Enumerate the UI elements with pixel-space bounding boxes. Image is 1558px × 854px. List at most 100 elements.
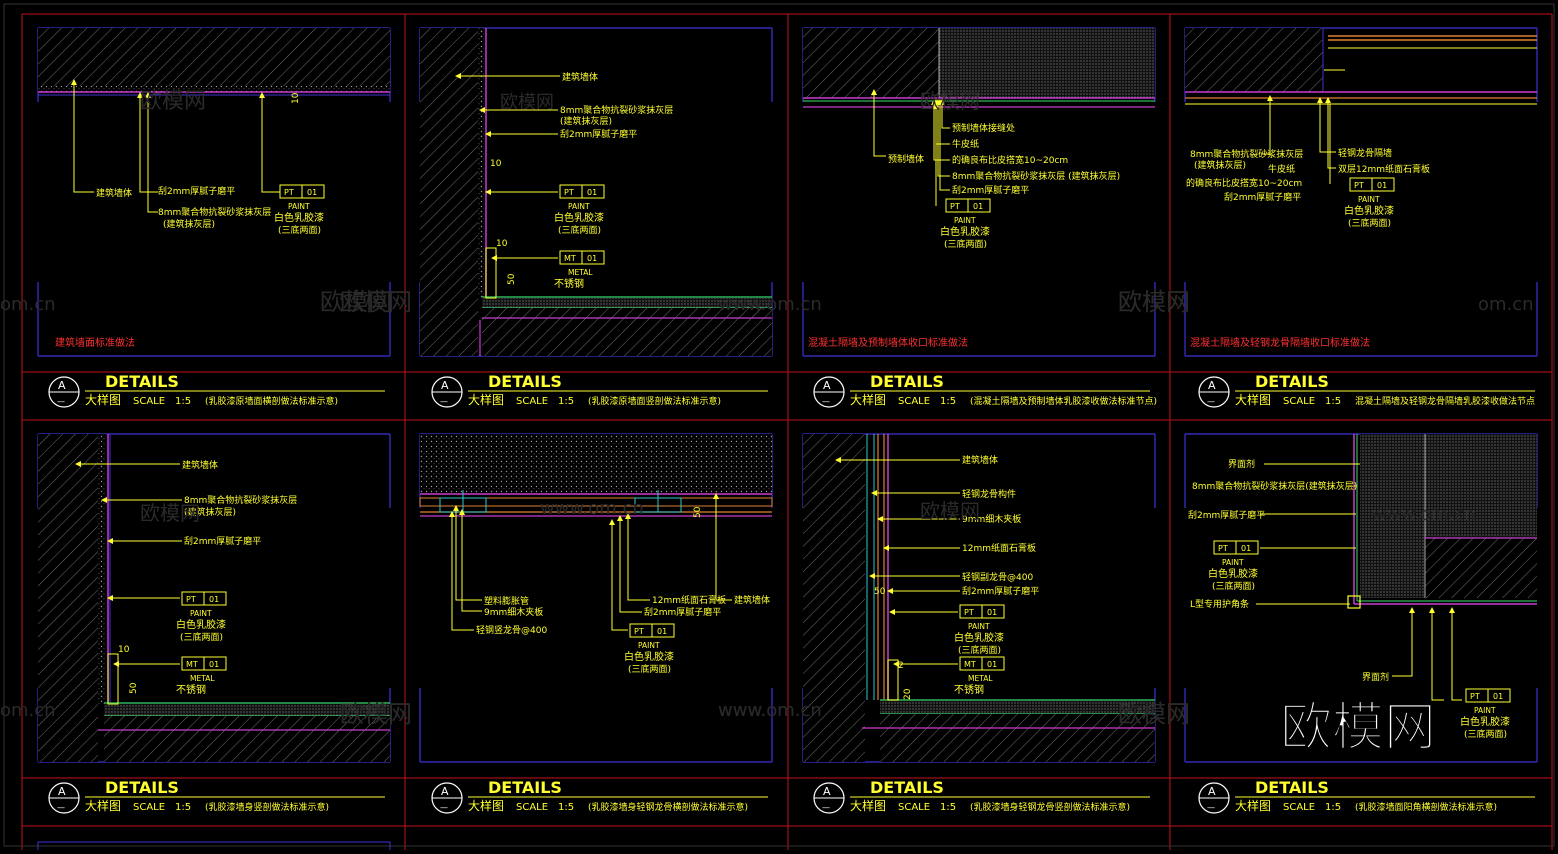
leader-stud [1317, 97, 1336, 153]
wall-hatch-left [803, 434, 865, 762]
leader-plaster [1262, 95, 1273, 155]
scale-label: SCALE [516, 802, 548, 813]
red-detail-title: 混凝土隔墙及预制墙体收口标准做法 [808, 336, 968, 349]
callout-label: 建筑墙体 [96, 187, 132, 199]
floor-layer [482, 298, 772, 308]
detail-caption: (乳胶漆墙身竖剖做法标准示意) [205, 801, 329, 813]
detail-caption: (混凝土隔墙及预制墙体乳胶漆收做法标准节点) [970, 395, 1157, 407]
wall-hatch-top [38, 28, 390, 86]
column-inner-hatch [1425, 538, 1537, 598]
scale-label: SCALE [898, 396, 930, 407]
paint-tag-cn: 白色乳胶漆 [1208, 567, 1258, 580]
callout-label: 刮2mm厚腻子磨平 [1224, 191, 1301, 203]
callout-label: 8mm聚合物抗裂砂浆抹灰层 [158, 206, 271, 218]
callout-label: 8mm聚合物抗裂砂浆抹灰层 [560, 104, 673, 116]
detail-cn-label: 大样图 [850, 392, 886, 407]
callout-label: 建筑墙体 [182, 459, 218, 471]
callout-label: 牛皮纸 [952, 138, 979, 150]
details-heading: DETAILS [488, 778, 562, 797]
floor-layer [104, 704, 390, 716]
dimension-label: 20 [903, 688, 913, 700]
scale-value: 1:5 [940, 396, 956, 407]
paint-tag-label: PAINT [288, 202, 310, 211]
floor-hatch [880, 714, 1155, 762]
leader-layer [935, 99, 950, 177]
tag-number: 01 [587, 188, 597, 197]
scale-value: 1:5 [940, 802, 956, 813]
metal-tag-cn: 不锈钢 [554, 277, 584, 290]
paint-tag-label: PAINT [1474, 706, 1496, 715]
callout-label: 建筑墙体 [734, 594, 770, 606]
watermark-cn: 欧模网 [340, 288, 412, 316]
metal-tag-label: METAL [568, 268, 593, 277]
dimension-label: 10 [490, 159, 502, 169]
leader-paint [609, 519, 628, 631]
callout-label: 刮2mm厚腻子磨平 [644, 606, 721, 618]
tag-number: 01 [1377, 181, 1387, 190]
metal-skirting [485, 247, 497, 299]
detail-cn-label: 大样图 [1235, 392, 1271, 407]
callout-label: 刮2mm厚腻子磨平 [952, 184, 1029, 196]
detail-dash: — [440, 803, 448, 812]
dimension-label: 50 [693, 506, 703, 518]
precast-hatch [939, 28, 1155, 98]
watermark-cn: 欧模网 [320, 288, 392, 316]
paint-tag-label: PAINT [1358, 195, 1380, 204]
scale-value: 1:5 [558, 802, 574, 813]
sheet-outer-border [3, 3, 1555, 847]
paint-tag-note: (三底两面) [1348, 217, 1391, 229]
paint-tag-cn: 白色乳胶漆 [940, 225, 990, 238]
callout-label: 轻钢副龙骨@400 [962, 571, 1033, 583]
paint-tag-note: (三底两面) [1464, 728, 1507, 740]
dimension-label: 50 [874, 587, 886, 597]
leader-putty [617, 515, 642, 613]
callout-label: 预制墙体接缝处 [952, 122, 1015, 134]
leader-paint-2 [1449, 607, 1462, 701]
tag-number: 01 [209, 595, 219, 604]
metal-tag-label: METAL [190, 674, 215, 683]
callout-label: 预制墙体 [888, 153, 924, 165]
callout-label: 刮2mm厚腻子磨平 [560, 128, 637, 140]
metal-tag-code: MT [564, 254, 576, 263]
tag-number: 01 [657, 627, 667, 636]
detail-letter: A [823, 785, 831, 798]
watermark-url: www.om.cn [1372, 504, 1476, 525]
detail-caption: (乳胶漆墙身轻钢龙骨横剖做法标准示意) [588, 801, 748, 813]
detail-letter: A [58, 785, 66, 798]
leader-stud [449, 511, 474, 631]
callout-label: 界面剂 [1228, 458, 1255, 470]
detail-letter: A [441, 785, 449, 798]
callout-label: 8mm聚合物抗裂砂浆抹灰层(建筑抹灰层) [1192, 480, 1357, 492]
paint-tag-note: (三底两面) [958, 644, 1001, 656]
watermark-cn: 欧模网 [920, 89, 980, 113]
callout-label: 刮2mm厚腻子磨平 [158, 185, 235, 197]
callout-label: (建筑抹灰层) [184, 506, 236, 518]
scale-label: SCALE [133, 802, 165, 813]
detail-dash: — [1207, 803, 1215, 812]
tag-number: 01 [973, 202, 983, 211]
watermark-cn: 欧模网 [1118, 288, 1190, 316]
watermark-cn: 欧模网 [1118, 288, 1190, 316]
paint-tag-code: PT [964, 608, 974, 617]
detail-panel-3: 预制墙体预制墙体接缝处牛皮纸的确良布比皮搭宽10~20cm8mm聚合物抗裂砂浆抹… [718, 27, 1190, 408]
detail-dash: — [57, 803, 65, 812]
watermark-url: www.om.cn [718, 700, 822, 721]
callout-label: 牛皮纸 [1268, 163, 1295, 175]
leader-wall [713, 493, 732, 601]
watermark-url: om.cn [1478, 294, 1534, 315]
paint-tag-cn: 白色乳胶漆 [954, 631, 1004, 644]
paint-tag-code: PT [1354, 181, 1364, 190]
leader-layer [937, 99, 950, 191]
callout-label: 12mm纸面石膏板 [652, 594, 726, 606]
leader-plywood [459, 509, 482, 612]
detail-letter: A [58, 379, 66, 392]
dimension-label: 50 [129, 682, 139, 694]
plaster-layer [38, 86, 390, 92]
concrete-hatch [803, 28, 939, 98]
dimension-label: 10 [496, 239, 508, 249]
scale-label: SCALE [1283, 802, 1315, 813]
detail-letter: A [823, 379, 831, 392]
details-heading: DETAILS [1255, 778, 1329, 797]
metal-tag-code: MT [186, 660, 198, 669]
